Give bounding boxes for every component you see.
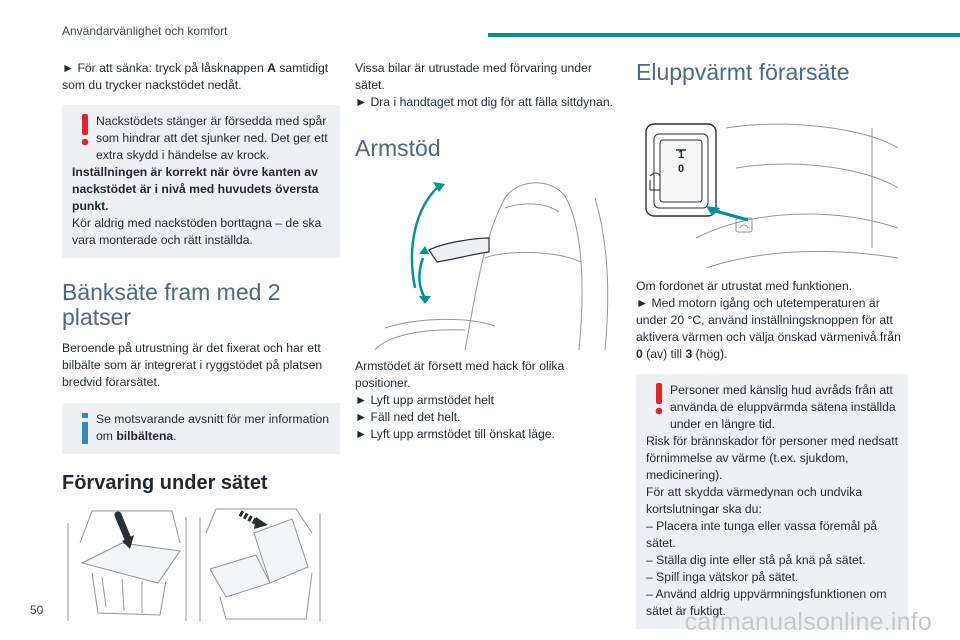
warning-exclamation-icon bbox=[81, 114, 89, 146]
switch-label-1: 1 bbox=[678, 149, 684, 161]
running-header: Användarvänlighet och komfort bbox=[62, 24, 228, 38]
warning-box-headrest: Nackstödets stänger är försedda med spår… bbox=[62, 105, 340, 258]
info-text-suffix: . bbox=[173, 429, 177, 443]
storage-step-text: ► Dra i handtaget mot dig för att fälla … bbox=[355, 95, 613, 109]
info-box-seatbelts: Se motsvarande avsnitt för mer informati… bbox=[62, 403, 340, 454]
warning-text: Nackstödets stänger är försedda med spår… bbox=[96, 114, 328, 162]
section-title-storage: Förvaring under sätet bbox=[62, 472, 268, 494]
heated-warning-line-3: För att skydda värmedynan och undvika ko… bbox=[646, 485, 863, 516]
storage-intro-text: Vissa bilar är utrustade med förvaring u… bbox=[355, 61, 592, 92]
warning-exclamation-icon bbox=[655, 383, 663, 415]
heated-warning-line-5: – Ställa dig inte eller stå på knä på sä… bbox=[646, 553, 866, 567]
warning-text-2: Kör aldrig med nackstöden borttagna – de… bbox=[72, 216, 322, 247]
instruction-text: ► För att sänka: tryck på låsknappen bbox=[62, 61, 268, 75]
storage-illustration bbox=[62, 503, 324, 621]
column-right: Eluppvärmt förarsäte 1 0 bbox=[636, 59, 908, 629]
lower-instruction: ► För att sänka: tryck på låsknappen A s… bbox=[62, 60, 340, 94]
heated-seat-illustration: 1 0 bbox=[636, 98, 898, 268]
seat-heat-icon bbox=[649, 172, 661, 191]
level-max: 3 bbox=[685, 347, 693, 361]
instruction-text-end: samtidigt som du trycker nackstödet nedå… bbox=[62, 61, 329, 92]
armrest-seat-illustration bbox=[374, 182, 609, 350]
button-letter: A bbox=[267, 61, 276, 75]
warning-bold-text: Inställningen är korrekt när övre kanten… bbox=[72, 165, 319, 213]
armrest-step-3: ► Lyft upp armstödet till önskat läge. bbox=[355, 427, 555, 441]
switch-label-0: 0 bbox=[678, 163, 684, 175]
heated-seat-step: ► Med motorn igång och utetemperaturen ä… bbox=[636, 295, 908, 363]
heated-warning-line-4: – Placera inte tunga eller vassa föremål… bbox=[646, 519, 878, 550]
header-accent-bar bbox=[488, 33, 960, 37]
step-text-2: (av) till bbox=[642, 347, 686, 361]
heated-warning-line-1: Personer med känslig hud avråds från att… bbox=[670, 383, 896, 431]
page-number: 50 bbox=[30, 603, 44, 617]
info-text: Se motsvarande avsnitt för mer informati… bbox=[72, 411, 330, 445]
armrest-step-2: ► Fäll ned det helt. bbox=[355, 410, 461, 424]
info-icon bbox=[82, 413, 88, 444]
step-text-1: ► Med motorn igång och utetemperaturen ä… bbox=[636, 296, 901, 344]
level-min: 0 bbox=[636, 347, 643, 361]
section-title-bench: Bänksäte fram med 2 platser bbox=[62, 279, 281, 330]
underseat-storage-illustration bbox=[62, 503, 324, 621]
column-middle: Vissa bilar är utrustade med förvaring u… bbox=[355, 60, 617, 443]
heated-warning-line-2: Risk för brännskador för personer med ne… bbox=[646, 434, 898, 482]
info-text-prefix: Se motsvarande avsnitt för mer informati… bbox=[96, 412, 330, 443]
bench-text: Beroende på utrustning är det fixerat oc… bbox=[62, 341, 323, 389]
seatbelt-link-text: bilbältena bbox=[116, 429, 174, 443]
heated-seat-description: Om fordonet är utrustat med funktionen. bbox=[636, 279, 853, 293]
armrest-illustration bbox=[355, 178, 617, 350]
armrest-step-1: ► Lyft upp armstödet helt bbox=[355, 393, 494, 407]
heated-seat-switch-illustration: 1 0 bbox=[645, 123, 898, 268]
watermark: carmanualsonline.info bbox=[684, 608, 932, 636]
warning-box-heated-seat: Personer med känslig hud avråds från att… bbox=[636, 374, 908, 629]
armrest-description: Armstödet är försett med hack för olika … bbox=[355, 359, 565, 390]
column-left: ► För att sänka: tryck på låsknappen A s… bbox=[62, 60, 340, 621]
heated-warning-line-6: – Spill inga vätskor på sätet. bbox=[646, 570, 799, 584]
section-title-heated-seat: Eluppvärmt förarsäte bbox=[636, 59, 850, 85]
step-text-3: (hög). bbox=[692, 347, 728, 361]
section-title-armrest: Armstöd bbox=[355, 135, 441, 161]
heated-warning-line-7: – Använd aldrig uppvärmningsfunktionen o… bbox=[646, 587, 887, 618]
